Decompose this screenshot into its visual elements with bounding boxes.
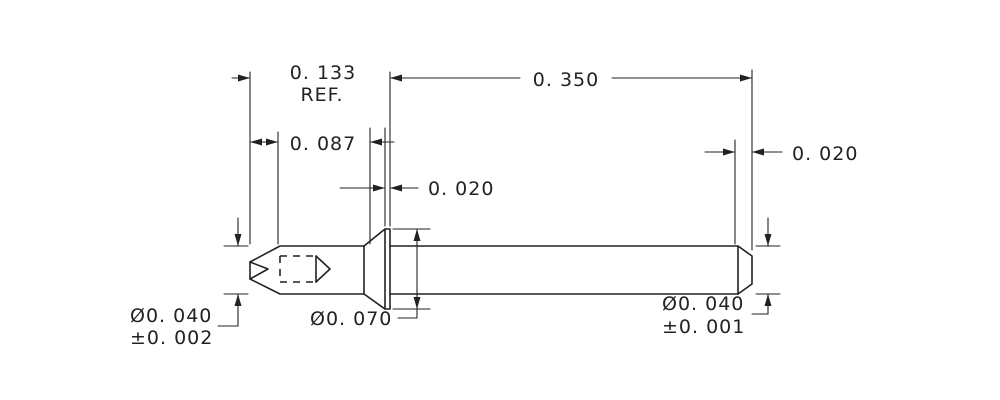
body-diameter-label: Ø0. 040 [662, 293, 744, 315]
dimension-tip-length: 0. 087 [249, 133, 395, 155]
tip-diameter-tolerance-label: ±0. 002 [130, 327, 213, 349]
pin-outline [249, 228, 753, 310]
dimension-tip-diameter: Ø0. 040 ±0. 002 [130, 217, 242, 349]
tip-length-label: 0. 087 [290, 133, 356, 155]
body-outline [389, 245, 753, 295]
extension-lines [223, 69, 781, 310]
tip-diameter-label: Ø0. 040 [130, 305, 212, 327]
tip-outline [249, 245, 365, 295]
overall-ref-note-label: REF. [300, 84, 343, 106]
dimension-flange-diameter: Ø0. 070 [310, 228, 421, 330]
body-diameter-tolerance-label: ±0. 001 [662, 316, 745, 338]
dimension-body-length: 0. 350 [389, 69, 753, 91]
flange-thickness-label: 0. 020 [428, 178, 494, 200]
chamfer-length-label: 0. 020 [792, 143, 858, 165]
overall-ref-length-label: 0. 133 [290, 62, 356, 84]
body-length-label: 0. 350 [533, 69, 599, 91]
flange-diameter-label: Ø0. 070 [310, 308, 392, 330]
flange-outline [363, 228, 391, 310]
dimension-chamfer-length: 0. 020 [704, 143, 858, 165]
dimension-body-diameter: Ø0. 040 ±0. 001 [662, 217, 772, 338]
dimension-overall-ref: 0. 133 REF. [231, 62, 356, 106]
tip-hidden-cavity [249, 255, 331, 283]
dimension-flange-thickness: 0. 020 [339, 178, 494, 200]
